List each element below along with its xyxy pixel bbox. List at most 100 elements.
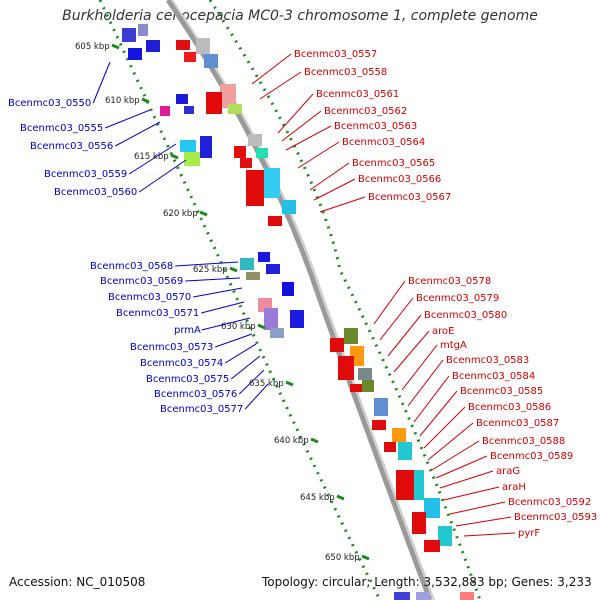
gene-label: Bcenmc03_0559 — [44, 169, 127, 180]
gene-leader-line — [379, 297, 414, 341]
gene-leader-line — [92, 61, 111, 104]
gene-label: Bcenmc03_0574 — [140, 358, 223, 369]
kbp-tick-mark — [257, 323, 266, 330]
gene-label: Bcenmc03_0556 — [30, 141, 113, 152]
kbp-tick-label: 630 kbp — [221, 322, 256, 332]
gene-leader-line — [277, 93, 314, 134]
gene-label: Bcenmc03_0587 — [476, 418, 559, 429]
gene-feature — [184, 52, 196, 62]
kbp-tick-mark — [111, 43, 120, 50]
gene-leader-line — [435, 455, 488, 479]
gene-label: Bcenmc03_0589 — [490, 451, 573, 462]
gene-leader-line — [423, 406, 466, 449]
gene-feature — [344, 328, 358, 344]
gene-label: Bcenmc03_0562 — [324, 106, 407, 117]
gene-leader-line — [201, 301, 245, 314]
gene-leader-line — [251, 53, 292, 85]
gene-feature — [398, 442, 412, 460]
gene-label: Bcenmc03_0561 — [316, 89, 399, 100]
gene-feature — [206, 92, 222, 114]
gene-leader-line — [373, 280, 406, 325]
gene-label: Bcenmc03_0563 — [334, 121, 417, 132]
gene-leader-line — [201, 317, 251, 331]
gene-leader-line — [224, 343, 257, 364]
forward-gene-labels: Bcenmc03_0557Bcenmc03_0558Bcenmc03_0561B… — [251, 49, 597, 539]
gene-feature — [200, 136, 212, 158]
kbp-tick-mark — [199, 210, 208, 217]
kbp-tick-label: 645 kbp — [300, 493, 335, 503]
gene-label: araH — [502, 482, 526, 493]
gene-feature — [412, 512, 426, 534]
gene-leader-line — [105, 109, 151, 129]
gene-leader-line — [114, 121, 161, 147]
gene-feature — [258, 252, 270, 262]
gene-label: Bcenmc03_0593 — [514, 512, 597, 523]
gene-feature — [438, 526, 452, 546]
gene-leader-line — [413, 375, 450, 423]
kbp-tick-label: 625 kbp — [193, 265, 228, 275]
gene-feature — [246, 272, 260, 280]
kbp-tick-label: 635 kbp — [249, 379, 284, 389]
gene-leader-line — [285, 125, 332, 151]
gene-leader-line — [128, 143, 177, 175]
gene-leader-line — [185, 277, 241, 282]
gene-leader-line — [431, 440, 480, 471]
gene-leader-line — [230, 355, 261, 380]
gene-label: araG — [496, 466, 520, 477]
gene-label: Bcenmc03_0583 — [446, 355, 529, 366]
gene-label: Bcenmc03_0564 — [342, 137, 425, 148]
gene-leader-line — [455, 516, 512, 527]
gene-feature — [264, 308, 278, 330]
gene-label: Bcenmc03_0577 — [160, 404, 243, 415]
gene-label: Bcenmc03_0575 — [146, 374, 229, 385]
gene-label: pyrF — [518, 528, 540, 539]
gene-feature — [240, 258, 254, 270]
gene-feature — [138, 24, 148, 36]
gene-leader-line — [238, 369, 265, 395]
kbp-tick-mark — [229, 266, 238, 273]
gene-label: Bcenmc03_0565 — [352, 158, 435, 169]
kbp-tick-marks — [111, 43, 370, 561]
gene-feature — [330, 338, 344, 352]
gene-label: Bcenmc03_0585 — [460, 386, 543, 397]
gene-label: Bcenmc03_0566 — [358, 174, 441, 185]
gene-feature — [460, 592, 474, 600]
gene-leader-line — [387, 314, 422, 357]
gene-leader-line — [175, 261, 239, 267]
gene-leader-line — [309, 162, 350, 191]
gene-feature — [196, 38, 210, 54]
gene-label: Bcenmc03_0580 — [424, 310, 507, 321]
gene-label: Bcenmc03_0569 — [100, 276, 183, 287]
gene-feature — [268, 216, 282, 226]
genome-summary: Topology: circular; Length: 3,532,883 bp… — [262, 575, 592, 589]
gene-feature — [234, 146, 246, 158]
gene-feature — [416, 592, 430, 600]
gene-leader-line — [463, 532, 516, 537]
kbp-tick-mark — [361, 554, 370, 561]
gene-label: mtgA — [440, 340, 467, 351]
kbp-tick-label: 640 kbp — [274, 436, 309, 446]
kbp-tick-label: 610 kbp — [105, 96, 140, 106]
gene-leader-line — [244, 383, 269, 410]
reverse-gene-labels: Bcenmc03_0550Bcenmc03_0555Bcenmc03_0556B… — [8, 61, 269, 415]
gene-label: Bcenmc03_0567 — [368, 192, 451, 203]
gene-feature — [184, 152, 200, 166]
gene-leader-line — [393, 330, 430, 373]
gene-feature — [160, 106, 170, 116]
kbp-tick-mark — [285, 380, 294, 387]
gene-label: Bcenmc03_0573 — [130, 342, 213, 353]
gene-label: Bcenmc03_0592 — [508, 497, 591, 508]
gene-feature — [176, 40, 190, 50]
gene-leader-line — [439, 470, 494, 489]
gene-leader-line — [407, 359, 444, 407]
gene-label: Bcenmc03_0570 — [108, 292, 191, 303]
gene-label: aroE — [432, 326, 454, 337]
kbp-tick-mark — [141, 97, 150, 104]
gene-feature — [184, 106, 194, 114]
kbp-tick-label: 615 kbp — [134, 152, 169, 162]
gene-leader-line — [419, 390, 458, 437]
gene-feature — [220, 84, 236, 108]
gene-label: Bcenmc03_0571 — [116, 308, 199, 319]
